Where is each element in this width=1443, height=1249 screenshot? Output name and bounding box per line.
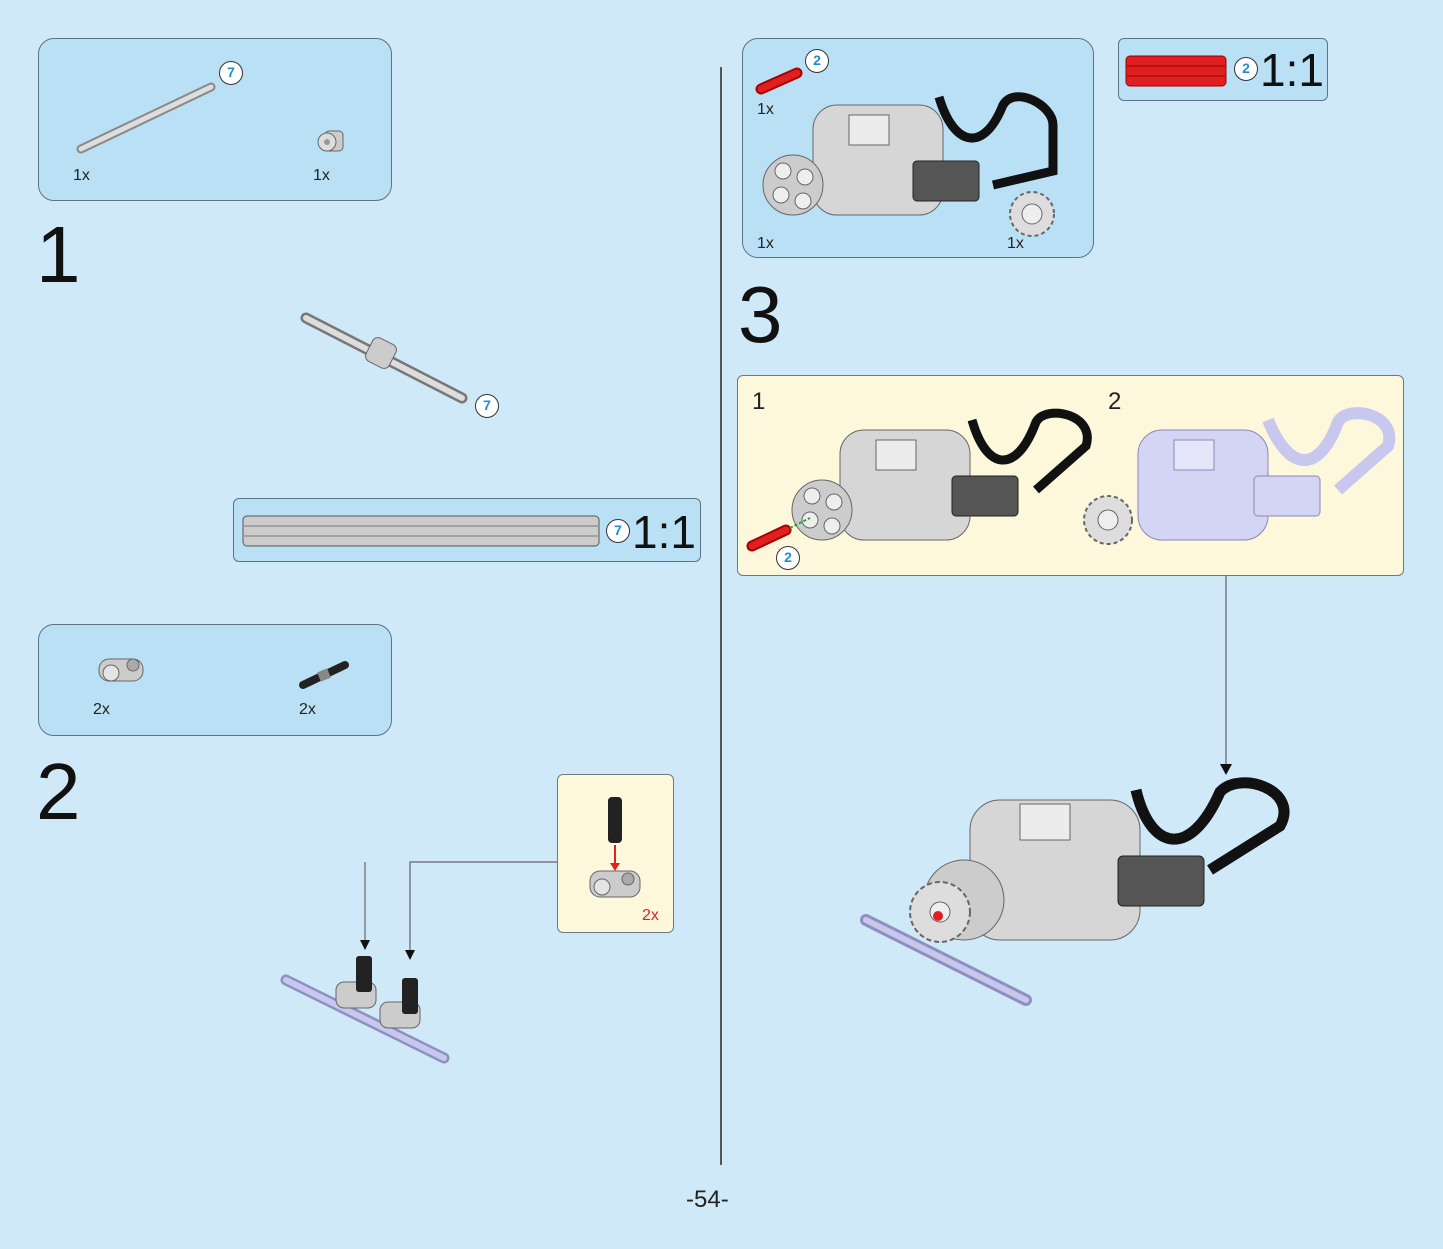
column-divider — [720, 67, 722, 1165]
length-badge: 7 — [219, 61, 243, 85]
pin-into-connector-image — [589, 797, 641, 898]
subassembly-callout: 1 2 2 — [737, 375, 1404, 576]
bush-part-icon — [317, 130, 344, 152]
step-number: 1 — [36, 210, 81, 299]
pin-connector-part-icon — [98, 658, 144, 682]
substep-callout: 2x — [557, 774, 674, 933]
length-badge: 7 — [606, 519, 630, 543]
red-axle-part-icon — [755, 67, 803, 95]
step3-parts-callout: 2 1x 1x 1x — [742, 38, 1094, 258]
gear-part-icon — [1009, 191, 1055, 237]
part-qty: 1x — [757, 235, 774, 252]
part-qty: 1x — [1007, 235, 1024, 252]
callout-qty: 2x — [642, 907, 659, 924]
step3-final-assembly-image — [860, 777, 1290, 1006]
scale-label: 1:1 — [1260, 44, 1324, 96]
motor-with-axle-image — [746, 408, 1092, 552]
red-axle-scale-image — [1125, 55, 1227, 87]
length-badge: 2 — [1234, 57, 1258, 81]
part-qty: 1x — [313, 167, 330, 184]
motor-part-icon — [762, 92, 1058, 216]
part-qty: 2x — [299, 701, 316, 718]
step-number: 2 — [36, 747, 81, 836]
step-number: 3 — [738, 270, 783, 359]
axle-part-icon — [76, 82, 216, 154]
step1-parts-callout: 7 1x 1x — [38, 38, 392, 201]
part-qty: 2x — [93, 701, 110, 718]
step2-parts-callout: 2x 2x — [38, 624, 392, 736]
substep-number: 1 — [752, 388, 766, 415]
length-badge: 2 — [805, 49, 829, 73]
substep-number: 2 — [1108, 388, 1122, 415]
page-number: -54- — [686, 1186, 729, 1213]
assembly-arrow — [1220, 576, 1232, 775]
scale-1to1-box: 7 1:1 — [233, 498, 701, 562]
step2-assembly-image — [280, 861, 557, 1064]
scale-label: 1:1 — [632, 506, 696, 558]
part-qty: 1x — [73, 167, 90, 184]
pin-part-icon — [299, 661, 349, 689]
motor-with-gear-image — [1083, 407, 1396, 545]
length-badge: 7 — [475, 394, 499, 418]
part-qty: 1x — [757, 101, 774, 118]
length-badge: 2 — [776, 546, 800, 570]
scale-1to1-box: 2 1:1 — [1118, 38, 1328, 101]
axle-assembly-image — [300, 312, 468, 404]
axle-scale-image — [242, 515, 600, 547]
